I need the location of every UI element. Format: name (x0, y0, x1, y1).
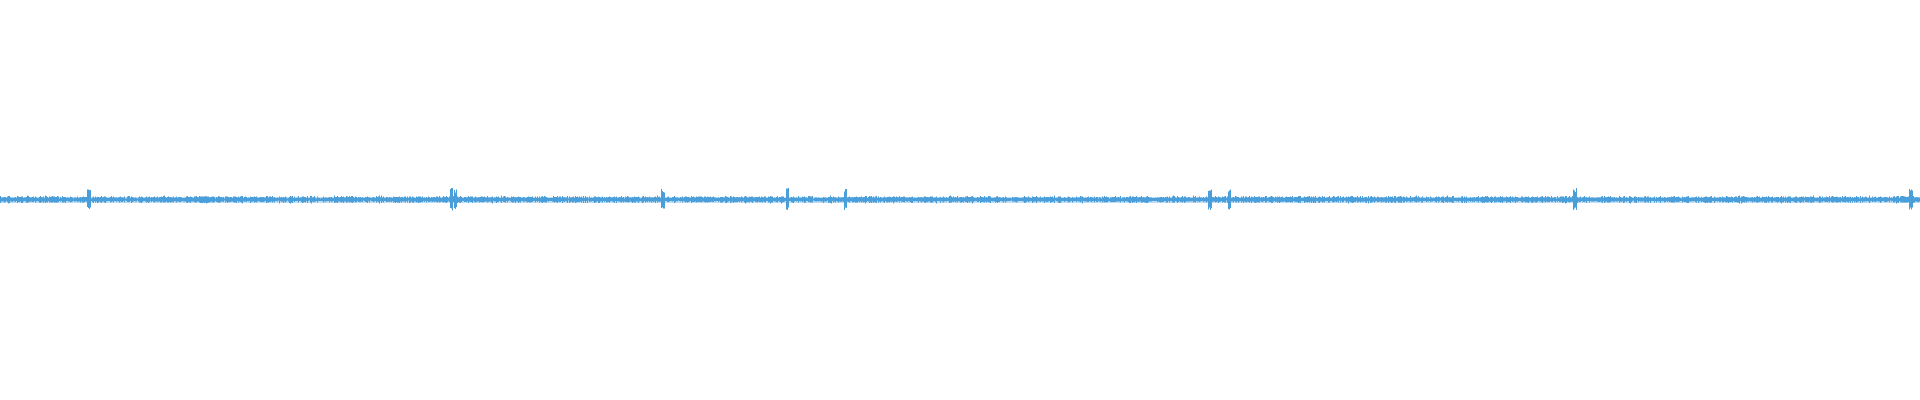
waveform-trace (0, 188, 1920, 211)
